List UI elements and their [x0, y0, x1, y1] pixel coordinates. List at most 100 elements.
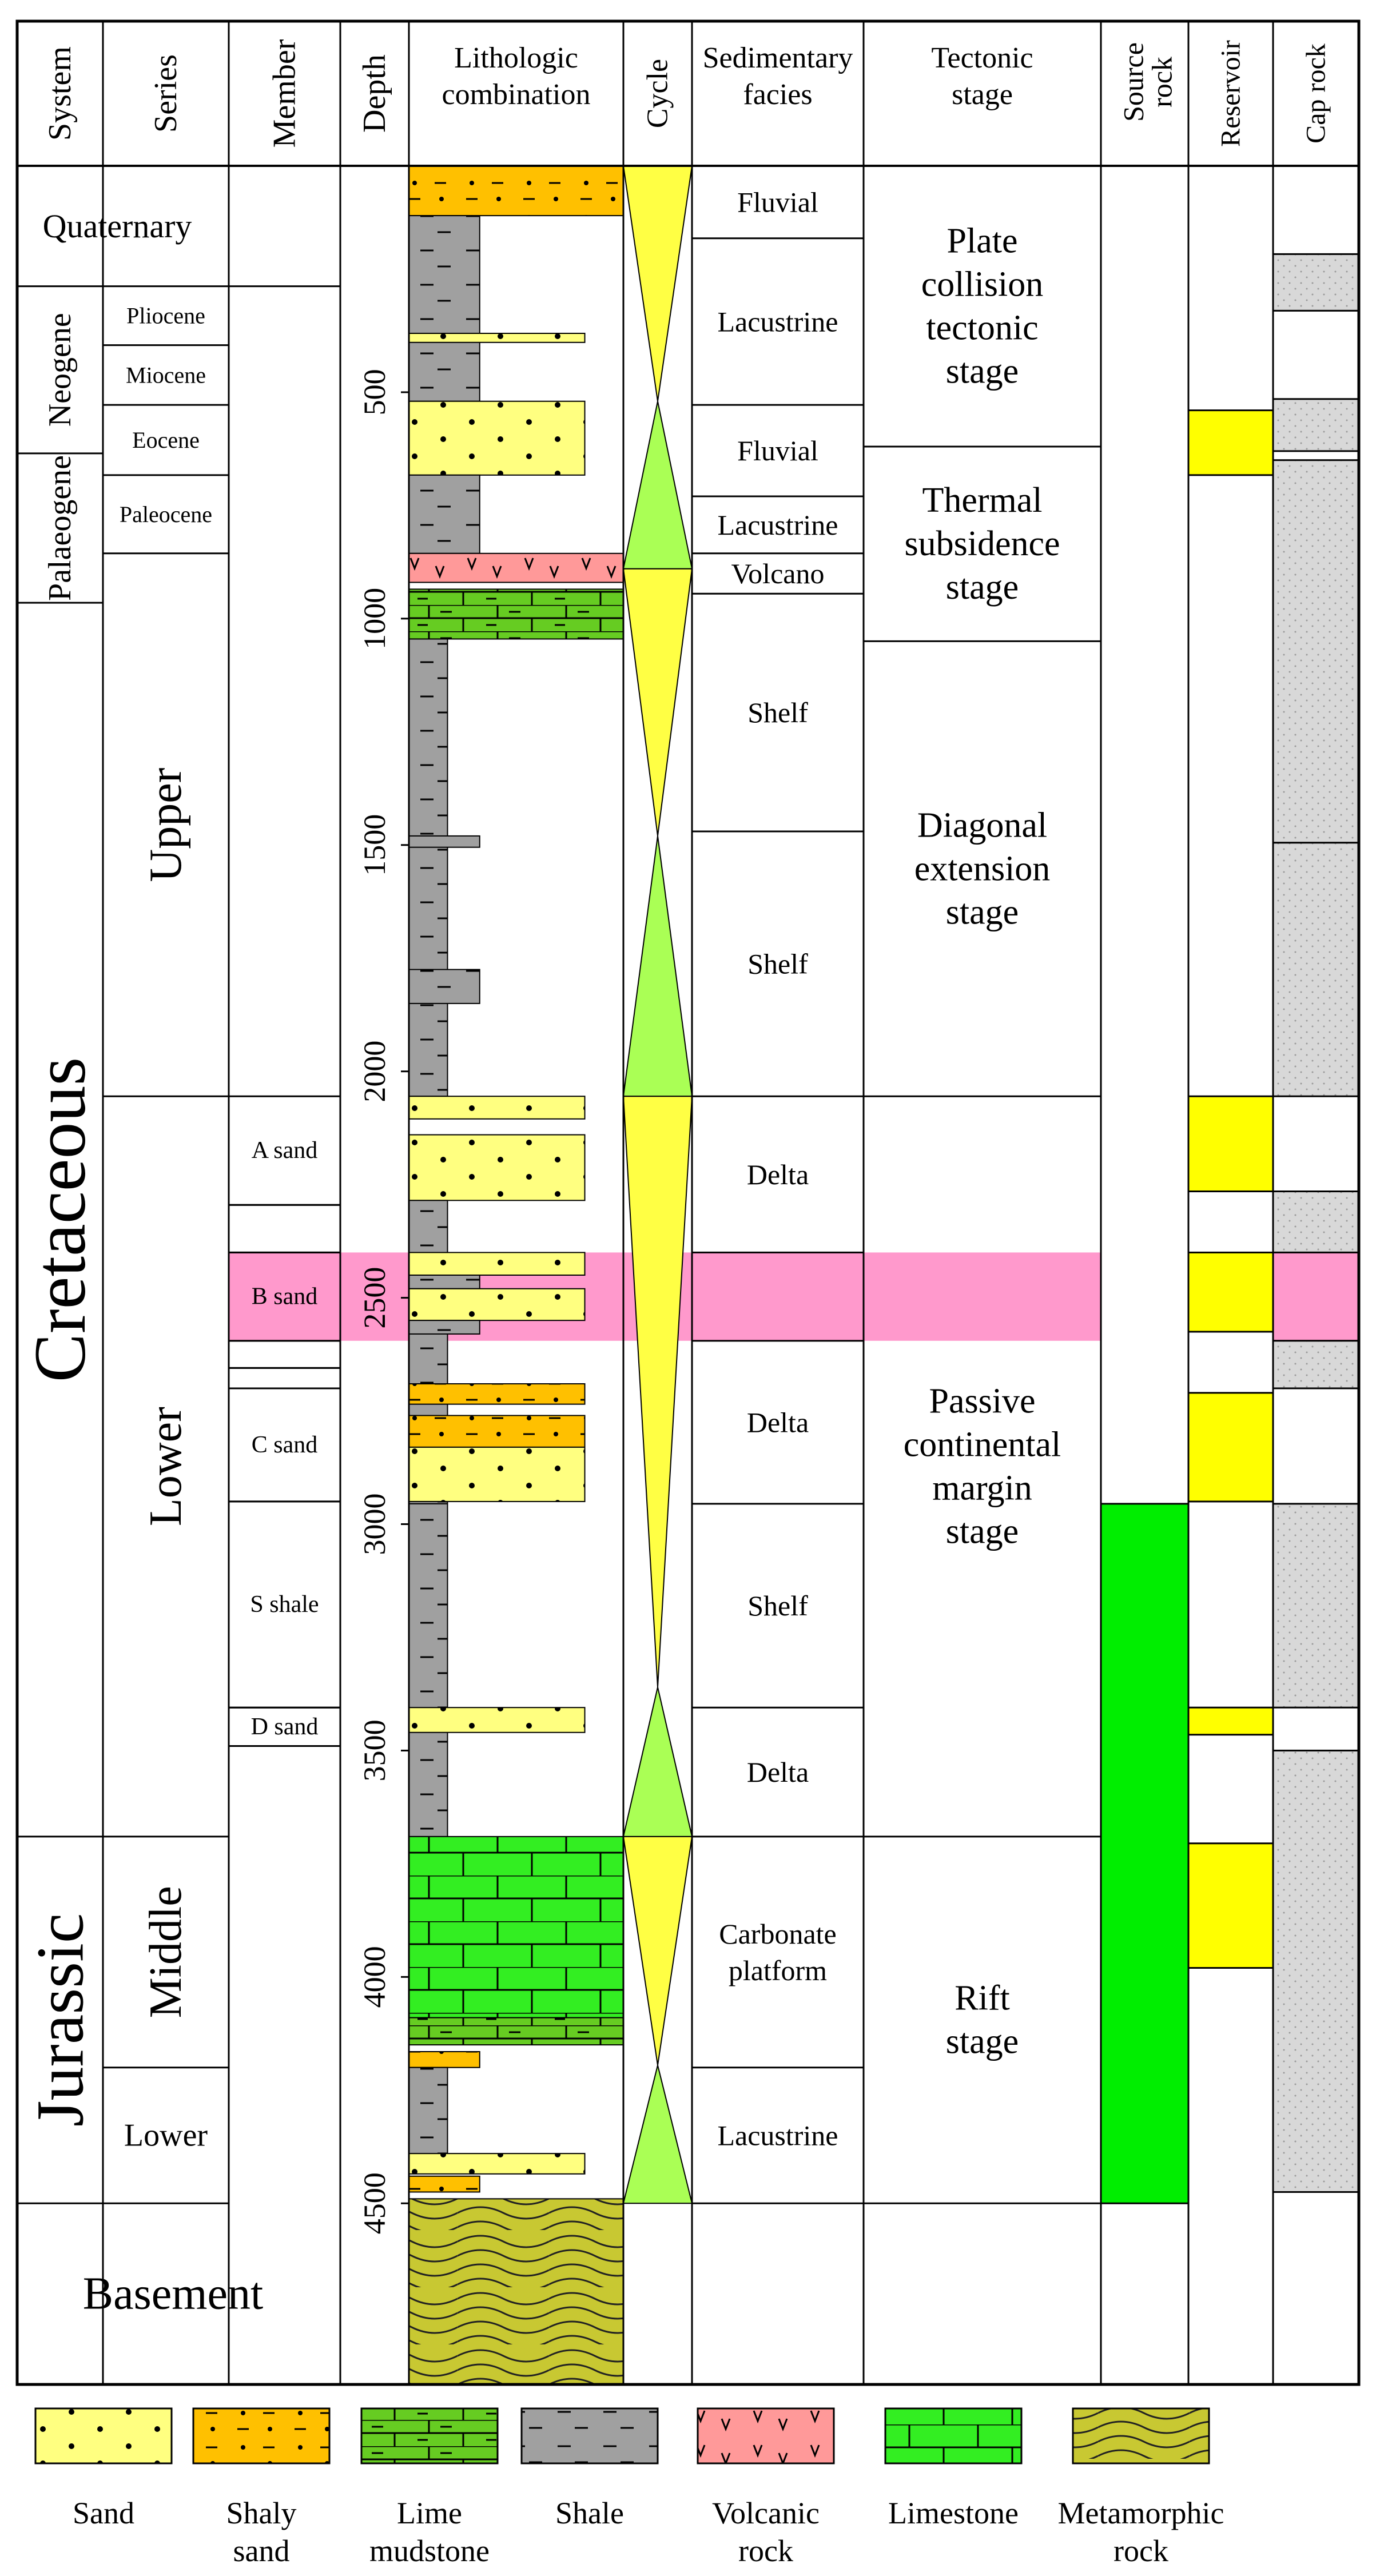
cap-rock-interval	[1272, 842, 1360, 1097]
member-c-sand: C sand	[252, 1432, 318, 1458]
b-sand-band-facies	[692, 1252, 864, 1341]
lithology-shale	[408, 835, 480, 848]
member-d-sand: D sand	[251, 1714, 319, 1740]
tectonic-stage-label: Plate	[947, 221, 1018, 260]
reservoir-interval	[1187, 409, 1274, 476]
facies-label: Lacustrine	[717, 305, 838, 337]
lithology-sand	[408, 1707, 586, 1733]
header-cap-rock: Cap rock	[1301, 43, 1331, 144]
lithology-metamorphic	[408, 2198, 624, 2385]
lithology-sand	[408, 332, 586, 343]
legend-label-metamorphic: Metamorphic	[1058, 2496, 1224, 2530]
tectonic-stage-label: Rift	[955, 1979, 1009, 2018]
header-tectonic: Tectonic	[931, 42, 1033, 74]
source-rock-interval	[1100, 1503, 1190, 2204]
series-upper: Upper	[141, 768, 191, 882]
tectonic-stage-label: Thermal	[922, 481, 1042, 520]
lithology-sand	[408, 2153, 586, 2175]
header-source: Source	[1117, 42, 1150, 122]
series-miocene: Miocene	[126, 362, 206, 388]
depth-label-1000: 1000	[357, 588, 392, 650]
facies-label: Lacustrine	[717, 509, 838, 541]
cap-rock-interval	[1272, 1191, 1360, 1253]
tectonic-stage-label: stage	[946, 2022, 1019, 2061]
depth-label-4000: 4000	[357, 1946, 392, 2008]
facies-label: Shelf	[747, 948, 808, 980]
lithology-sand	[408, 1134, 586, 1201]
tectonic-stage-label: stage	[946, 1512, 1019, 1551]
depth-label-3500: 3500	[357, 1719, 392, 1781]
series-lower-cretaceous: Lower	[141, 1407, 191, 1526]
lithology-shale	[408, 1503, 448, 1837]
legend-label-lime-mudstone: mudstone	[369, 2534, 490, 2568]
depth-label-3000: 3000	[357, 1494, 392, 1555]
lithology-sand	[408, 1096, 586, 1120]
cap-rock-interval	[1272, 459, 1360, 844]
system-quaternary: Quaternary	[43, 208, 192, 245]
reservoir-interval	[1187, 1251, 1274, 1333]
tectonic-stage-label: collision	[921, 265, 1044, 304]
tectonic-stage-label: Passive	[929, 1382, 1036, 1421]
legend-swatch-volcanic	[697, 2407, 835, 2464]
legend-label-shale: Shale	[555, 2496, 624, 2530]
cycle-triangle	[622, 1836, 693, 2065]
cap-rock-interval	[1272, 1503, 1360, 1709]
cap-rock-interval	[1272, 398, 1360, 452]
legend-swatch-metamorphic	[1072, 2407, 1210, 2464]
header-cycle: Cycle	[642, 59, 674, 128]
facies-label: Delta	[747, 1158, 809, 1191]
facies-label: Delta	[747, 1756, 809, 1788]
depth-label-500: 500	[357, 369, 392, 415]
cycle-triangle	[622, 835, 693, 1097]
header-member: Member	[267, 39, 303, 148]
facies-label: Fluvial	[737, 435, 818, 467]
table-frame	[15, 19, 1361, 2386]
cycle-triangle	[622, 1096, 693, 1687]
facies-label: Volcano	[731, 558, 825, 590]
facies-label: platform	[729, 1954, 827, 1986]
lithology-limestone	[408, 1836, 624, 2018]
member-s-shale: S shale	[250, 1591, 319, 1618]
lithology-shaly-sand	[408, 1415, 586, 1448]
depth-label-1500: 1500	[357, 814, 392, 876]
header-source: rock	[1146, 57, 1178, 108]
legend-swatch-sand	[34, 2407, 173, 2464]
tectonic-stage-label: continental	[904, 1426, 1061, 1464]
cap-rock-interval	[1272, 1749, 1360, 2193]
facies-label: Fluvial	[737, 186, 818, 218]
tectonic-stage-label: tectonic	[926, 308, 1038, 347]
tectonic-stage-label: extension	[914, 849, 1051, 888]
tectonic-stage-label: subsidence	[904, 524, 1060, 563]
legend-label-shaly-sand: Shaly	[226, 2496, 296, 2530]
header-tectonic: stage	[952, 78, 1013, 111]
header-system: System	[42, 46, 78, 141]
facies-label: Shelf	[747, 696, 808, 728]
series-middle: Middle	[141, 1886, 191, 2018]
lithology-shale	[408, 2067, 448, 2168]
cycle-triangle	[622, 401, 693, 570]
lithology-shale	[408, 1275, 480, 1289]
legend-label-shaly-sand: sand	[233, 2534, 290, 2568]
reservoir-interval	[1187, 1706, 1274, 1736]
depth-label-2500: 2500	[357, 1267, 392, 1329]
cycle-triangle	[622, 165, 693, 401]
cycle-triangle	[622, 1687, 693, 1837]
facies-label: Delta	[747, 1406, 809, 1438]
cap-rock-interval	[1272, 253, 1360, 312]
reservoir-interval	[1187, 1095, 1274, 1193]
depth-label-2000: 2000	[357, 1041, 392, 1102]
legend-label-volcanic: rock	[738, 2534, 793, 2568]
lithology-shaly-sand	[408, 2051, 480, 2068]
member-b-sand: B sand	[252, 1284, 318, 1310]
legend-label-sand: Sand	[73, 2496, 134, 2530]
tectonic-stage-label: margin	[932, 1469, 1032, 1508]
tectonic-stage-label: stage	[946, 568, 1019, 607]
legend-swatch-limestone	[884, 2407, 1023, 2464]
lithology-shaly-sand	[408, 165, 624, 217]
b-sand-band-tectonic	[864, 1252, 1101, 1341]
lithology-shale	[408, 1320, 480, 1335]
lithology-shale	[408, 474, 480, 554]
member-a-sand: A sand	[252, 1137, 318, 1164]
